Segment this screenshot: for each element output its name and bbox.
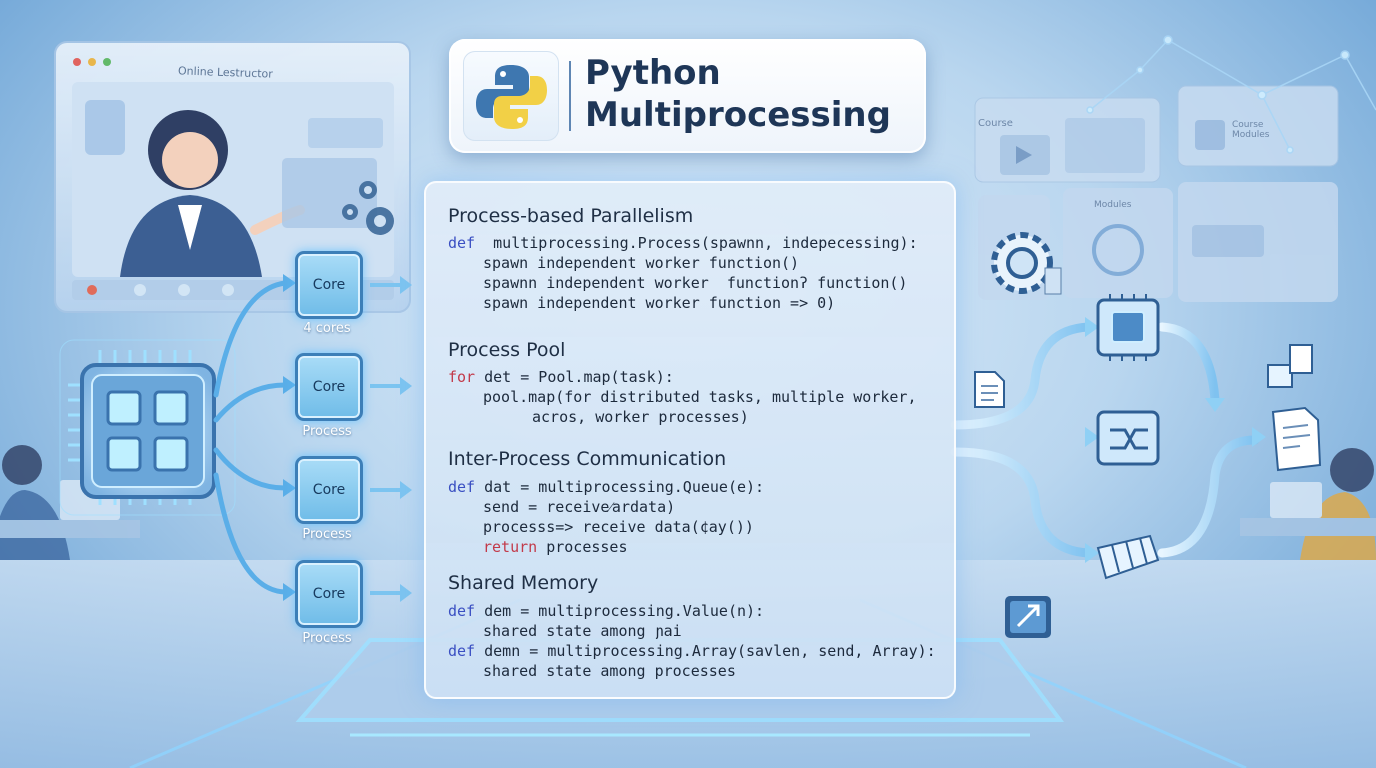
code-line: acros, worker processes) — [532, 408, 749, 426]
title-line-1: Python — [585, 53, 721, 93]
core-label: Core — [312, 277, 346, 293]
students-right — [1240, 448, 1376, 560]
core-box: Core — [295, 251, 363, 319]
cpu-chip-icon — [1096, 294, 1160, 361]
course-panel-label: Course — [978, 118, 1013, 129]
code-line: shared state among processes — [483, 662, 736, 680]
arrow-chip-icon — [1005, 596, 1051, 638]
core-caption: 4 cores — [303, 321, 351, 336]
section-title-parallelism: Process-based Parallelism — [448, 205, 694, 227]
chip-to-core-arrows — [213, 280, 288, 595]
cpu-chip-icon — [59, 339, 236, 516]
section-title-ipc: Inter-Process Communication — [448, 448, 727, 470]
code-line: def dem = multiprocessing.Value(n): — [448, 602, 765, 620]
python-logo-icon — [463, 51, 559, 141]
core-box: Core — [295, 560, 363, 628]
core-caption: Process — [302, 424, 352, 439]
box-stack-icon — [1267, 344, 1313, 388]
code-line: spawnn independent worker functionʔ func… — [483, 274, 908, 292]
core-label: Core — [312, 379, 346, 395]
code-line: return processes — [483, 538, 628, 556]
core-to-panel-arrows — [370, 283, 402, 595]
course-modules-label: Course Modules — [1232, 120, 1270, 140]
code-line: spawn independent worker function() — [483, 254, 800, 272]
code-line: shared state among ɲai — [483, 622, 682, 640]
code-panel: Process-based Parallelism def multiproce… — [424, 181, 956, 699]
modules-panel-label: Modules — [1094, 200, 1132, 210]
core-caption: Process — [302, 631, 352, 646]
document-icon — [974, 371, 1005, 408]
code-line: for det = Pool.map(task): — [448, 368, 674, 386]
core-label: Core — [312, 586, 346, 602]
gear-icon — [991, 232, 1062, 295]
code-line: def dat = multiprocessing.Queue(e): — [448, 478, 765, 496]
code-line: send = receive⁄ardata) — [483, 498, 676, 516]
title-line-2: Multiprocessing — [585, 95, 891, 135]
core-label: Core — [312, 482, 346, 498]
shuffle-chip-icon — [1096, 410, 1160, 466]
document-icon — [1271, 406, 1322, 472]
code-line: spawn independent worker function => 0) — [483, 294, 836, 312]
core-caption: Process — [302, 527, 352, 542]
students-left — [0, 445, 140, 560]
title-divider — [569, 61, 571, 131]
title-card: Python Multiprocessing — [449, 39, 926, 153]
core-box: Core — [295, 456, 363, 524]
code-line: def multiprocessing.Process(spawnn, inde… — [448, 234, 918, 252]
output-pipes — [950, 322, 1260, 558]
section-title-pool: Process Pool — [448, 339, 566, 361]
code-line: pool.map(for distributed tasks, multiple… — [483, 388, 917, 406]
box-stack-icon — [1096, 534, 1160, 580]
code-line: def demn = multiprocessing.Array(savlen,… — [448, 642, 936, 660]
section-title-shared-memory: Shared Memory — [448, 572, 599, 594]
code-line: processs=> receive data(¢aу()) — [483, 518, 754, 536]
gear-icon — [342, 181, 394, 235]
core-box: Core — [295, 353, 363, 421]
